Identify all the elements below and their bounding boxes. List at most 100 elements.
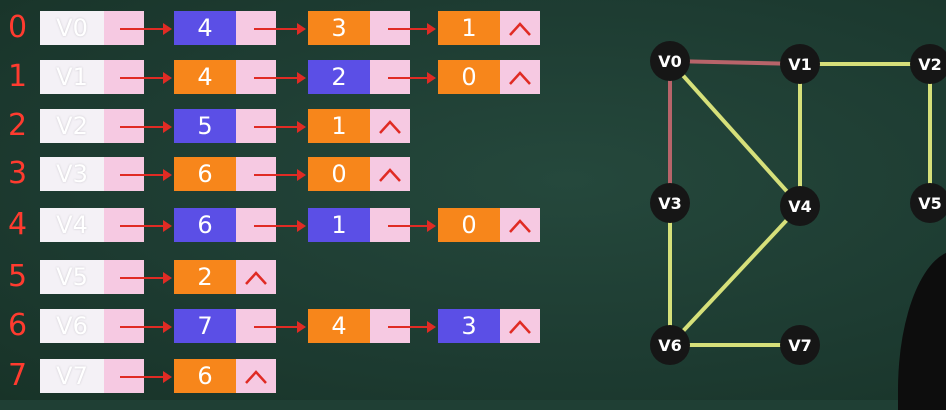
graph-edge <box>668 204 802 347</box>
vertex-label: V6 <box>40 309 104 343</box>
pointer-arrow <box>388 321 436 333</box>
adjacent-vertex-index: 3 <box>438 309 500 343</box>
vertex-circle <box>650 183 690 223</box>
vertex-label: V7 <box>40 359 104 393</box>
next-pointer <box>236 359 276 393</box>
vertex-circle <box>650 41 690 81</box>
pointer-arrow <box>388 23 436 35</box>
row-index: 7 <box>8 358 28 393</box>
null-pointer-icon <box>509 320 531 334</box>
pointer-arrow <box>120 121 172 133</box>
pointer-arrow <box>254 72 306 84</box>
vertex-name: V5 <box>918 194 942 213</box>
pointer-arrow <box>120 72 172 84</box>
null-pointer-icon <box>245 271 267 285</box>
arc-node: 7 <box>174 309 276 343</box>
pointer-arrow <box>254 220 306 232</box>
vertex-name: V6 <box>658 336 682 355</box>
null-pointer-icon <box>379 168 401 182</box>
pointer-arrow <box>120 321 172 333</box>
vertex-label: V0 <box>40 11 104 45</box>
graph-vertex: V0 <box>650 41 690 81</box>
vertex-label: V5 <box>40 260 104 294</box>
vertex-head-node: V5 <box>40 260 144 294</box>
adjacent-vertex-index: 3 <box>308 11 370 45</box>
pointer-arrow <box>120 23 172 35</box>
pointer-arrow <box>120 220 172 232</box>
adjacent-vertex-index: 2 <box>308 60 370 94</box>
adjacent-vertex-index: 4 <box>174 11 236 45</box>
pointer-arrow <box>120 169 172 181</box>
graph-edge <box>668 59 802 208</box>
vertex-name: V1 <box>788 55 812 74</box>
next-pointer <box>500 11 540 45</box>
arc-node: 0 <box>438 208 540 242</box>
vertex-circle <box>910 183 946 223</box>
adjacent-vertex-index: 4 <box>174 60 236 94</box>
graph-vertex: V2 <box>910 44 946 84</box>
vertex-name: V3 <box>658 194 682 213</box>
null-pointer-icon <box>509 219 531 233</box>
graph-vertex: V3 <box>650 183 690 223</box>
arc-node: 0 <box>308 157 410 191</box>
row-index: 5 <box>8 259 28 294</box>
vertex-head-node: V2 <box>40 109 144 143</box>
vertex-name: V0 <box>658 52 682 71</box>
null-pointer-icon <box>379 120 401 134</box>
vertex-circle <box>650 325 690 365</box>
pointer-arrow <box>388 72 436 84</box>
adjacent-vertex-index: 0 <box>438 208 500 242</box>
graph-vertex: V4 <box>780 186 820 226</box>
vertex-label: V3 <box>40 157 104 191</box>
adjacent-vertex-index: 6 <box>174 208 236 242</box>
graph-vertex: V5 <box>910 183 946 223</box>
row-index: 1 <box>8 59 28 94</box>
vertex-name: V4 <box>788 197 812 216</box>
adjacent-vertex-index: 2 <box>174 260 236 294</box>
vertex-head-node: V1 <box>40 60 144 94</box>
vertex-label: V2 <box>40 109 104 143</box>
vertex-label: V1 <box>40 60 104 94</box>
next-pointer <box>500 60 540 94</box>
null-pointer-icon <box>509 71 531 85</box>
graph-vertex: V1 <box>780 44 820 84</box>
vertex-name: V7 <box>788 336 812 355</box>
vertex-circle <box>780 186 820 226</box>
arc-node: 0 <box>438 60 540 94</box>
graph-vertex: V6 <box>650 325 690 365</box>
graph-vertex: V7 <box>780 325 820 365</box>
pointer-arrow <box>254 321 306 333</box>
adjacent-vertex-index: 0 <box>438 60 500 94</box>
next-pointer <box>500 208 540 242</box>
pointer-arrow <box>388 220 436 232</box>
pointer-arrow <box>120 272 172 284</box>
pointer-arrow <box>254 121 306 133</box>
vertex-head-node: V3 <box>40 157 144 191</box>
vertex-label: V4 <box>40 208 104 242</box>
null-pointer-icon <box>245 370 267 384</box>
vertex-name: V2 <box>918 55 942 74</box>
adjacent-vertex-index: 1 <box>308 208 370 242</box>
next-pointer <box>236 260 276 294</box>
pointer-arrow <box>254 169 306 181</box>
arc-node: 6 <box>174 359 276 393</box>
adjacent-vertex-index: 6 <box>174 157 236 191</box>
arc-node: 2 <box>174 260 276 294</box>
row-index: 2 <box>8 108 28 143</box>
arc-node: 1 <box>438 11 540 45</box>
adjacent-vertex-index: 7 <box>174 309 236 343</box>
arc-node: 3 <box>438 309 540 343</box>
next-pointer <box>370 157 410 191</box>
adjacent-vertex-index: 1 <box>308 109 370 143</box>
row-index: 0 <box>8 10 28 45</box>
adjacent-vertex-index: 0 <box>308 157 370 191</box>
vertex-head-node: V7 <box>40 359 144 393</box>
vertex-circle <box>780 44 820 84</box>
row-index: 3 <box>8 156 28 191</box>
adjacent-vertex-index: 5 <box>174 109 236 143</box>
vertex-circle <box>780 325 820 365</box>
graph-edge <box>669 59 801 66</box>
adjacent-vertex-index: 6 <box>174 359 236 393</box>
adjacent-vertex-index: 1 <box>438 11 500 45</box>
